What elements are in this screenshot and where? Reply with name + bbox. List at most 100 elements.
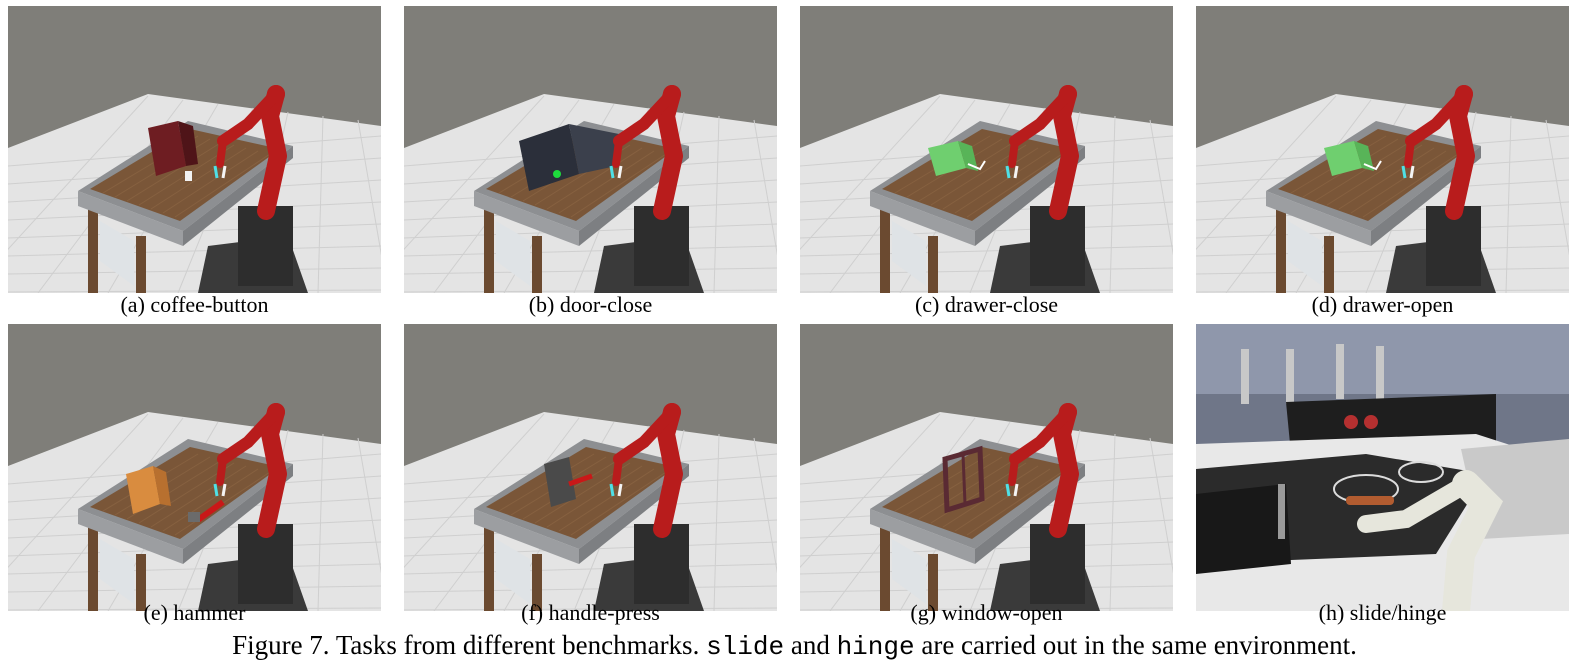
caption-b: (b) door-close [528, 292, 653, 317]
caption-g: (g) window-open [910, 600, 1063, 625]
table-leg [928, 554, 938, 611]
scene-render [1196, 324, 1569, 611]
table-leg [484, 206, 494, 293]
handle-box [544, 457, 576, 507]
panel-handle-press [404, 324, 777, 611]
hammer-handle [196, 499, 225, 523]
table-leg [880, 524, 890, 611]
gripper-finger [609, 165, 615, 179]
table-leg [484, 524, 494, 611]
gripper-finger [1005, 483, 1011, 497]
robot-joint [267, 403, 285, 421]
robot-joint [1455, 85, 1473, 103]
gripper-finger [213, 483, 219, 497]
gripper-finger [617, 483, 623, 497]
panel-slide-hinge [1196, 324, 1569, 611]
table-side-rim [183, 146, 293, 246]
hammer-head [188, 512, 200, 522]
table-glass-side [892, 539, 926, 604]
table-glass-side [496, 539, 530, 604]
table-side-rim [975, 146, 1085, 246]
caption-d: (d) drawer-open [1311, 292, 1454, 317]
table-top [882, 447, 1072, 539]
caption-c: (c) drawer-close [914, 292, 1059, 317]
table-front-rim [870, 509, 975, 564]
drawer-side [958, 141, 978, 171]
table-top [486, 129, 676, 221]
table-side-rim [579, 146, 689, 246]
nail-box-side [153, 466, 171, 506]
gripper-finger [1401, 165, 1407, 179]
table-front-rim [870, 191, 975, 246]
sawyer-robot-arm [216, 403, 287, 538]
gripper-finger [1013, 165, 1019, 179]
table-glass-side [892, 221, 926, 286]
gripper-finger [1005, 165, 1011, 179]
figure-caption-code-slide: slide [706, 632, 785, 662]
sawyer-robot-arm [1404, 85, 1475, 220]
scene-render [8, 324, 381, 611]
cabinet-handle [1336, 344, 1344, 399]
table-side-rim [1371, 146, 1481, 246]
table-glass-side [100, 539, 134, 604]
door-box [519, 124, 579, 191]
caption-h: (h) slide/hinge [1318, 600, 1447, 625]
sawyer-robot-arm [612, 403, 683, 538]
coffee-machine [148, 121, 186, 176]
panel-hammer [8, 324, 381, 611]
table-leg [136, 554, 146, 611]
press-handle [568, 473, 593, 487]
figure-caption-mid: and [784, 630, 837, 660]
table-leg [88, 206, 98, 293]
table-glass-side [1288, 221, 1322, 286]
gripper-finger [1409, 165, 1415, 179]
table-leg [88, 524, 98, 611]
knob [1364, 415, 1378, 429]
table-front-rim [78, 509, 183, 564]
scene-render [404, 6, 777, 293]
microwave-handle [1278, 484, 1285, 539]
table-glass-side [100, 221, 134, 286]
table-leg [928, 236, 938, 293]
window-divider [961, 453, 967, 505]
figure-caption-suffix: are carried out in the same environment. [914, 630, 1357, 660]
robot-joint [267, 85, 285, 103]
cabinet-handle [1376, 346, 1384, 401]
table-side-rim [975, 464, 1085, 564]
panel-door-close [404, 6, 777, 293]
sawyer-robot-arm [1008, 85, 1079, 220]
table-top [486, 447, 676, 539]
caption-e: (e) hammer [143, 600, 246, 625]
window-frame [942, 445, 985, 514]
cabinet-handle [1241, 349, 1249, 404]
open-door [569, 124, 619, 174]
caption-f: (f) handle-press [521, 600, 660, 625]
table-top [90, 447, 280, 539]
figure-caption-code-hinge: hinge [836, 632, 915, 662]
coffee-machine-side [178, 121, 198, 166]
drawer-side [1354, 141, 1374, 171]
drawer-handle [1363, 160, 1382, 171]
coffee-cup [185, 171, 192, 181]
table-front-rim [78, 191, 183, 246]
robot-joint [1059, 85, 1077, 103]
drawer-box [1324, 141, 1362, 176]
table-front-rim [1266, 191, 1371, 246]
kettle-slider [1346, 496, 1394, 505]
table-top [1278, 129, 1468, 221]
gripper-finger [617, 165, 623, 179]
table-leg [136, 236, 146, 293]
table-leg [880, 206, 890, 293]
panel-drawer-open [1196, 6, 1569, 293]
sawyer-robot-arm [216, 85, 287, 220]
robot-joint [663, 403, 681, 421]
table-leg [532, 236, 542, 293]
drawer-box [928, 141, 966, 176]
scene-render [800, 6, 1173, 293]
panel-coffee-button [8, 6, 381, 293]
panel-window-open [800, 324, 1173, 611]
gripper-finger [213, 165, 219, 179]
burner [1398, 461, 1444, 483]
scene-render [8, 6, 381, 293]
gripper-finger [1013, 483, 1019, 497]
